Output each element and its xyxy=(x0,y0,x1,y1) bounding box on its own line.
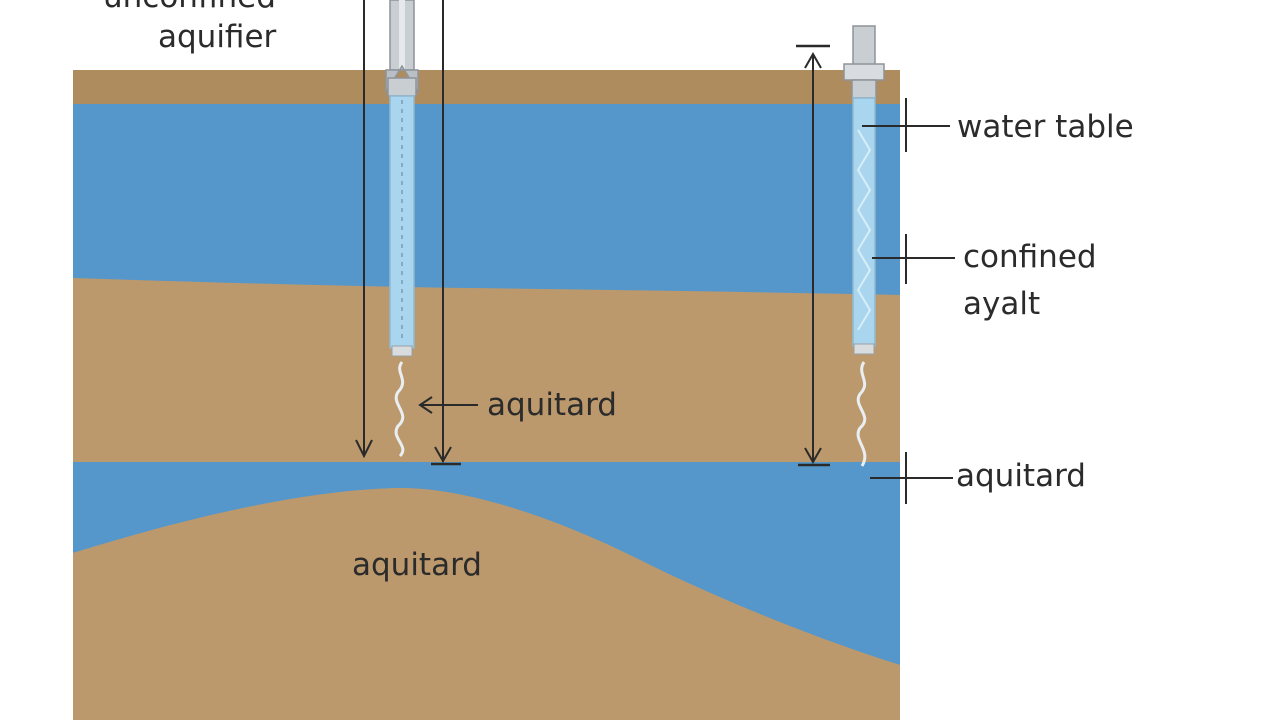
right-well-cap xyxy=(853,343,875,355)
confined-aquifer-layer xyxy=(73,462,900,665)
left-well xyxy=(385,0,419,458)
right-well-screen xyxy=(856,361,867,467)
unconfined-aquifier-label-line1: unconfined xyxy=(103,0,276,16)
confined-label-line1: confined xyxy=(963,239,1097,275)
water-table-label: water table xyxy=(957,109,1134,145)
aquitard-right-label: aquitard xyxy=(956,458,1086,494)
right-well-casing xyxy=(852,97,876,347)
confined-label-line2: ayalt xyxy=(963,286,1041,322)
right-well xyxy=(843,25,885,467)
bottom-aquitard-layer xyxy=(73,488,900,720)
left-well-cap xyxy=(391,345,413,357)
right-well-collar xyxy=(843,63,885,81)
unconfined-aquifer-layer xyxy=(73,104,900,295)
right-well-pipe xyxy=(852,25,876,67)
aquitard-bottom-label: aquitard xyxy=(352,547,482,583)
topsoil-layer xyxy=(73,70,900,106)
unconfined-aquifier-label-line2: aquifier xyxy=(158,19,277,55)
left-well-screen xyxy=(394,361,405,458)
aquitard-well-label: aquitard xyxy=(487,387,617,423)
